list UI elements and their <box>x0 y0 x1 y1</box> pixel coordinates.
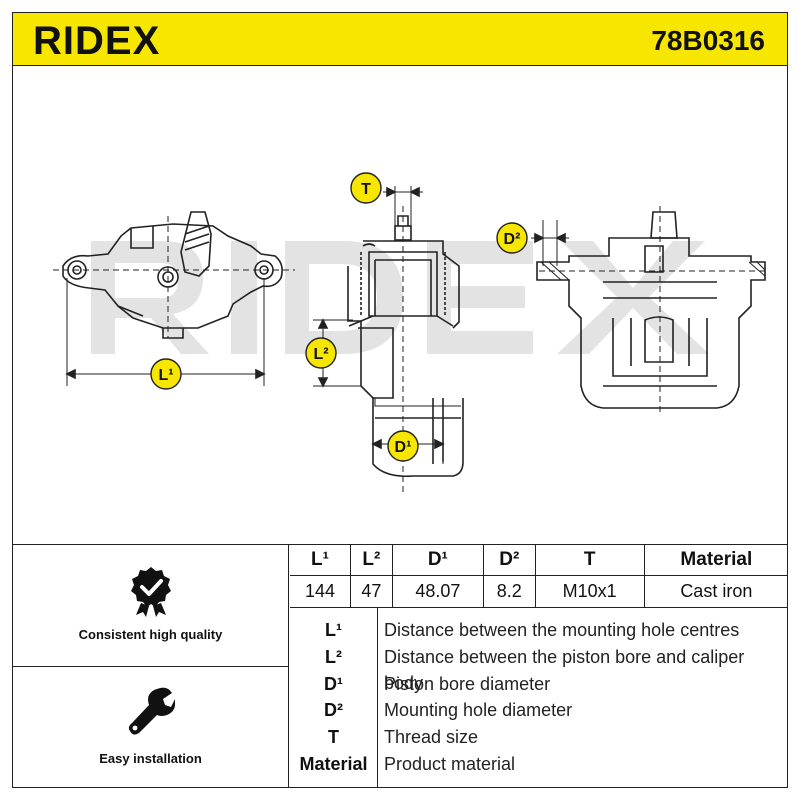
legend-row: L¹ Distance between the mounting hole ce… <box>290 617 788 643</box>
feature-installation-label: Easy installation <box>99 751 202 766</box>
legend-symbol: T <box>328 727 339 747</box>
spec-header-t: T <box>534 545 645 576</box>
spec-table: L¹ L² D¹ D² T Material 144 47 48.07 8.2 … <box>290 545 788 608</box>
legend-text: Thread size <box>384 727 479 747</box>
badge-l1-label: L¹ <box>158 367 173 384</box>
spec-header-material: Material <box>643 545 788 576</box>
feature-quality: Consistent high quality <box>13 545 288 667</box>
specifications-section: Consistent high quality Easy installatio… <box>12 544 788 788</box>
caliper-side-view <box>53 211 295 386</box>
legend-symbol: L² <box>325 647 342 667</box>
spec-value-l2: 47 <box>350 574 393 608</box>
badge-l2: L² <box>305 337 337 369</box>
badge-d1-label: D¹ <box>395 439 412 456</box>
legend-text: Distance between the mounting hole centr… <box>384 620 740 640</box>
spec-header-row: L¹ L² D¹ D² T Material <box>290 545 788 576</box>
legend-symbol: L¹ <box>325 620 342 640</box>
feature-quality-label: Consistent high quality <box>78 627 223 642</box>
legend-row: L² Distance between the piston bore and … <box>290 644 788 693</box>
spec-value-l1: 144 <box>290 574 352 608</box>
legend-text: Piston bore diameter <box>384 674 551 694</box>
brand-logo: RIDEX <box>33 19 161 63</box>
legend-row: D² Mounting hole diameter <box>290 697 788 723</box>
spec-value-d1: 48.07 <box>391 574 485 608</box>
legend-symbol: D¹ <box>324 674 343 694</box>
part-number: 78B0316 <box>651 25 765 56</box>
badge-t-label: T <box>361 181 371 198</box>
spec-header-l2: L² <box>350 545 393 576</box>
caliper-back-view <box>531 206 769 416</box>
legend: L¹ Distance between the mounting hole ce… <box>290 607 788 787</box>
badge-l1: L¹ <box>150 358 182 390</box>
legend-divider <box>377 607 378 787</box>
spec-header-d2: D² <box>483 545 536 576</box>
badge-d1: D¹ <box>387 430 419 462</box>
quality-badge-icon <box>131 567 171 617</box>
legend-row: Material Product material <box>290 751 788 777</box>
legend-row: T Thread size <box>290 724 788 750</box>
legend-row: D¹ Piston bore diameter <box>290 671 788 697</box>
badge-d2: D² <box>496 222 528 254</box>
badge-d2-label: D² <box>504 231 521 248</box>
legend-text: Distance between the piston bore and cal… <box>384 647 745 693</box>
feature-installation: Easy installation <box>13 667 288 787</box>
spec-header-l1: L¹ <box>290 545 352 576</box>
spec-value-material: Cast iron <box>643 574 788 608</box>
spec-value-t: M10x1 <box>534 574 645 608</box>
features-panel: Consistent high quality Easy installatio… <box>13 545 289 787</box>
legend-symbol: D² <box>324 700 343 720</box>
legend-symbol: Material <box>299 754 368 774</box>
legend-text: Mounting hole diameter <box>384 700 573 720</box>
badge-t: T <box>350 172 382 204</box>
caliper-section-view <box>313 186 464 496</box>
wrench-icon <box>128 687 175 735</box>
legend-text: Product material <box>384 754 516 774</box>
spec-value-d2: 8.2 <box>483 574 536 608</box>
technical-drawing: L¹ T L² D¹ D² <box>53 172 769 496</box>
header-bar: RIDEX 78B0316 <box>12 12 788 66</box>
technical-drawing-panel: L¹ T L² D¹ D² <box>12 66 788 544</box>
spec-header-d1: D¹ <box>391 545 485 576</box>
badge-l2-label: L² <box>313 346 328 363</box>
spec-value-row: 144 47 48.07 8.2 M10x1 Cast iron <box>290 574 788 608</box>
